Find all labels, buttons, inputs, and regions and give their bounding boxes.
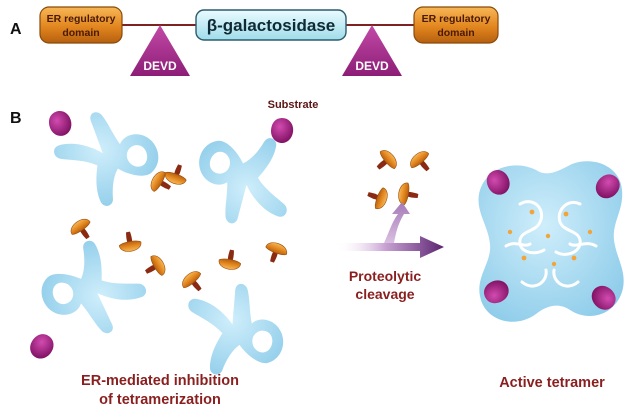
er-domain bbox=[178, 267, 209, 298]
left-er-domain-line2: domain bbox=[62, 27, 99, 39]
substrate-blob bbox=[271, 118, 294, 143]
right-er-domain-line1: ER regulatory bbox=[422, 13, 491, 25]
right-caption: Active tetramer bbox=[499, 375, 605, 391]
er-domain bbox=[370, 146, 401, 177]
arrow-label-line1: Proteolytic bbox=[349, 268, 422, 284]
er-domain bbox=[406, 147, 437, 178]
left-er-domain-line1: ER regulatory bbox=[47, 13, 116, 25]
er-domain bbox=[116, 229, 143, 254]
released-er-domains bbox=[363, 146, 437, 212]
panel-a: A ER regulatory domain β-galactosidase E… bbox=[10, 6, 499, 76]
arrow-label-line2: cleavage bbox=[355, 286, 414, 302]
inhibited-monomers bbox=[29, 99, 309, 386]
right-er-domain-line2: domain bbox=[437, 27, 474, 39]
devd-site-left: DEVD bbox=[130, 25, 190, 76]
substrate-blob bbox=[45, 107, 75, 139]
left-caption-line1: ER-mediated inhibition bbox=[81, 373, 239, 389]
left-er-domain: ER regulatory domain bbox=[39, 6, 123, 44]
monomer-bottom-right bbox=[177, 275, 293, 386]
beta-galactosidase-box: β-galactosidase bbox=[195, 9, 347, 41]
cleavage-arrow bbox=[336, 202, 444, 258]
panel-b-label: B bbox=[10, 110, 22, 127]
panel-b: B Substrate bbox=[10, 99, 625, 408]
right-er-domain: ER regulatory domain bbox=[413, 6, 499, 44]
beta-galactosidase-label: β-galactosidase bbox=[207, 16, 335, 35]
devd-left-label: DEVD bbox=[143, 59, 177, 73]
er-domain bbox=[217, 247, 244, 272]
er-domain bbox=[140, 252, 169, 282]
left-caption-line2: of tetramerization bbox=[99, 392, 221, 408]
panel-a-label: A bbox=[10, 21, 22, 38]
devd-right-label: DEVD bbox=[355, 59, 389, 73]
substrate-label: Substrate bbox=[268, 99, 319, 111]
er-domain bbox=[261, 239, 290, 267]
er-domain bbox=[363, 183, 391, 212]
er-domain bbox=[162, 160, 191, 188]
substrate-blob bbox=[25, 330, 58, 363]
er-domain bbox=[396, 181, 421, 208]
er-domain bbox=[67, 215, 98, 245]
tetramer-body bbox=[478, 161, 624, 322]
active-tetramer bbox=[478, 161, 625, 322]
devd-site-right: DEVD bbox=[342, 25, 402, 76]
